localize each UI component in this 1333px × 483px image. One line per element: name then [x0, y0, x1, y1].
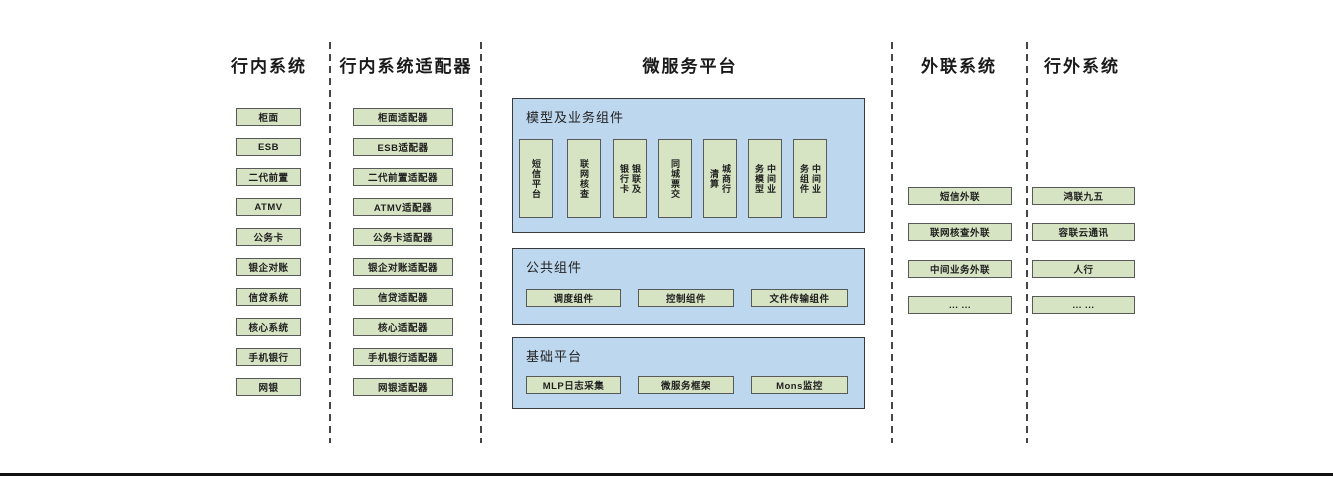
external-link-box: 中间业务外联 — [908, 260, 1012, 278]
adapter-box: 网银适配器 — [353, 378, 453, 396]
system-box: 核心系统 — [236, 318, 301, 336]
adapter-box: 核心适配器 — [353, 318, 453, 336]
component-label: 短信平台 — [531, 158, 541, 199]
component-box: 联网核查 — [567, 139, 601, 218]
external-link-box: ... ... — [908, 296, 1012, 314]
system-box: 手机银行 — [236, 348, 301, 366]
component-box: 同城票交 — [658, 139, 692, 218]
component-box: 城商行 清算 — [703, 139, 737, 218]
system-box: 公务卡 — [236, 228, 301, 246]
system-box: 网银 — [236, 378, 301, 396]
column-divider — [480, 42, 482, 443]
external-link-box: 联网核查外联 — [908, 223, 1012, 241]
column-divider — [329, 42, 331, 443]
column-title-outside-systems: 行外系统 — [1044, 57, 1120, 76]
component-box: 短信平台 — [519, 139, 553, 218]
component-label: 银联及 银行卡 — [619, 163, 641, 194]
component-label: 同城票交 — [670, 158, 680, 199]
outside-system-box: 人行 — [1032, 260, 1135, 278]
column-divider — [1026, 42, 1028, 443]
panel-model-business-components: 模型及业务组件 短信平台 联网核查 银联及 银行卡 同城票交 城商行 清算 中间… — [512, 98, 865, 233]
column-divider — [891, 42, 893, 443]
adapter-box: 银企对账适配器 — [353, 258, 453, 276]
panel-label: 模型及业务组件 — [526, 110, 625, 125]
outside-system-box: ... ... — [1032, 296, 1135, 314]
component-box: Mons监控 — [751, 376, 848, 394]
external-link-box: 短信外联 — [908, 187, 1012, 205]
adapter-box: ESB适配器 — [353, 138, 453, 156]
column-title-external-link-systems: 外联系统 — [921, 57, 997, 76]
adapter-box: 公务卡适配器 — [353, 228, 453, 246]
panel-label: 公共组件 — [526, 260, 583, 275]
adapter-box: 信贷适配器 — [353, 288, 453, 306]
system-box: ATMV — [236, 198, 301, 216]
outside-system-box: 容联云通讯 — [1032, 223, 1135, 241]
column-title-internal-systems: 行内系统 — [231, 57, 307, 76]
adapter-box: 手机银行适配器 — [353, 348, 453, 366]
system-box: 银企对账 — [236, 258, 301, 276]
component-box: 微服务框架 — [638, 376, 734, 394]
adapter-box: ATMV适配器 — [353, 198, 453, 216]
component-box: 控制组件 — [638, 289, 734, 307]
component-box: MLP日志采集 — [526, 376, 621, 394]
component-label: 城商行 清算 — [709, 163, 731, 194]
component-box: 调度组件 — [526, 289, 621, 307]
outside-system-box: 鸿联九五 — [1032, 187, 1135, 205]
component-box: 中间业 务组件 — [793, 139, 827, 218]
system-box: 信贷系统 — [236, 288, 301, 306]
system-box: 柜面 — [236, 108, 301, 126]
panel-label: 基础平台 — [526, 349, 583, 364]
component-box: 银联及 银行卡 — [613, 139, 647, 218]
system-box: ESB — [236, 138, 301, 156]
adapter-box: 柜面适配器 — [353, 108, 453, 126]
panel-base-platform: 基础平台 MLP日志采集 微服务框架 Mons监控 — [512, 337, 865, 409]
panel-common-components: 公共组件 调度组件 控制组件 文件传输组件 — [512, 248, 865, 325]
adapter-box: 二代前置适配器 — [353, 168, 453, 186]
system-box: 二代前置 — [236, 168, 301, 186]
component-box: 中间业 务模型 — [748, 139, 782, 218]
column-title-internal-adapters: 行内系统适配器 — [339, 57, 473, 76]
column-title-microservice-platform: 微服务平台 — [642, 57, 738, 76]
component-box: 文件传输组件 — [751, 289, 848, 307]
component-label: 联网核查 — [579, 158, 589, 199]
component-label: 中间业 务组件 — [799, 163, 821, 194]
component-label: 中间业 务模型 — [754, 163, 776, 194]
bottom-border-line — [0, 473, 1333, 476]
